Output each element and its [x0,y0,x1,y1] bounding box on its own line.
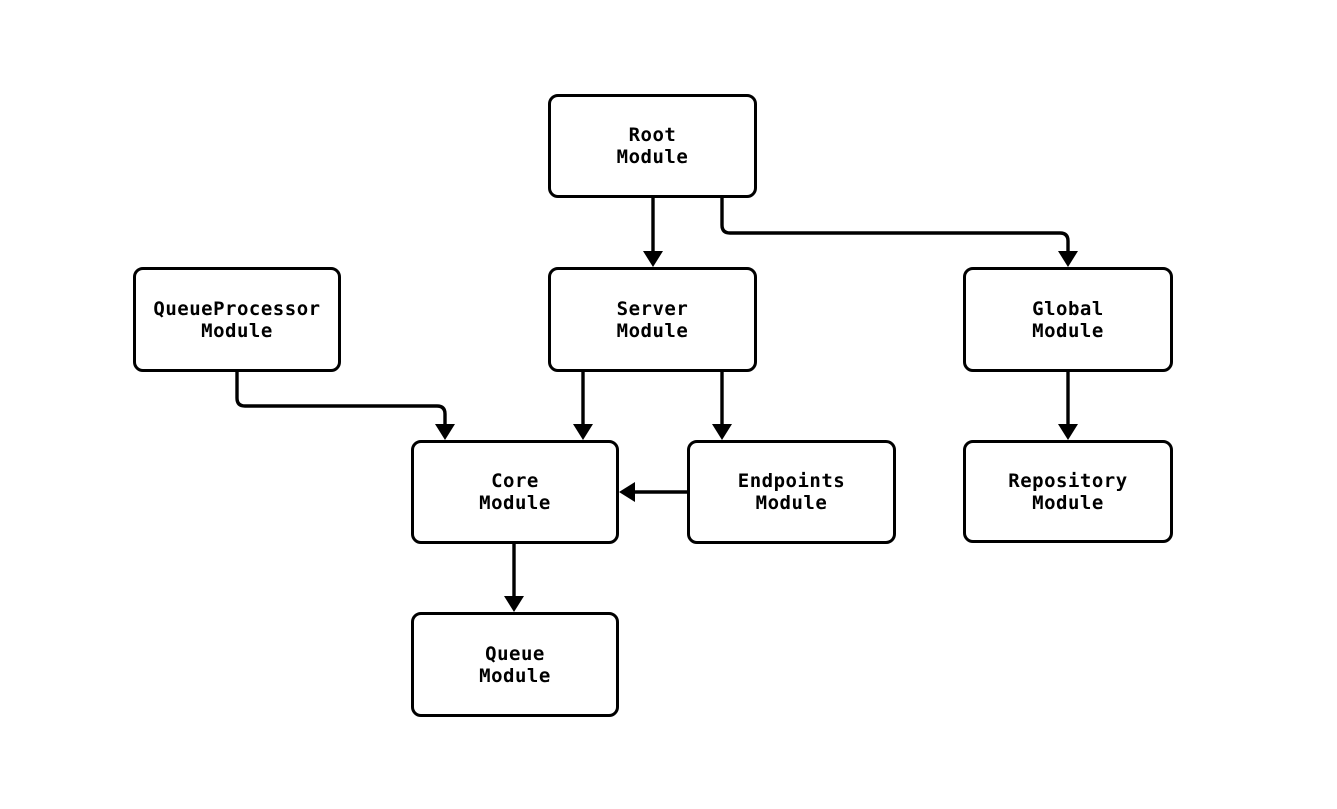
node-label: Root Module [616,124,689,168]
arrowhead-icon [1058,251,1078,267]
arrowhead-icon [435,424,455,440]
node-root-module: Root Module [548,94,757,198]
edge-server-to-core [573,372,593,440]
arrowhead-icon [712,424,732,440]
edge-server-to-endpoints [712,372,732,440]
arrowhead-icon [1058,424,1078,440]
edge-line [720,198,1070,251]
node-queue-module: Queue Module [411,612,619,717]
node-core-module: Core Module [411,440,619,544]
edge-global-to-repository [1058,372,1078,440]
edge-line [235,372,447,424]
node-label: Core Module [479,470,551,514]
arrowhead-icon [643,251,663,267]
arrowhead-icon [619,482,635,502]
edge-endpoints-to-core [619,482,687,502]
node-label: Repository Module [1008,469,1128,514]
node-global-module: Global Module [963,267,1173,372]
arrowhead-icon [504,596,524,612]
node-label: Endpoints Module [737,470,846,514]
node-endpoints-module: Endpoints Module [687,440,896,544]
node-label: Server Module [616,297,689,342]
edge-queueprocessor-to-core [235,372,455,440]
node-queueprocessor-module: QueueProcessor Module [133,267,341,372]
edge-root-to-server [643,198,663,267]
node-repository-module: Repository Module [963,440,1173,543]
node-label: Global Module [1032,297,1104,342]
node-label: Queue Module [479,642,551,687]
edge-root-to-global [720,198,1078,267]
node-server-module: Server Module [548,267,757,372]
arrowhead-icon [573,424,593,440]
edge-core-to-queue [504,544,524,612]
node-label: QueueProcessor Module [153,297,321,342]
